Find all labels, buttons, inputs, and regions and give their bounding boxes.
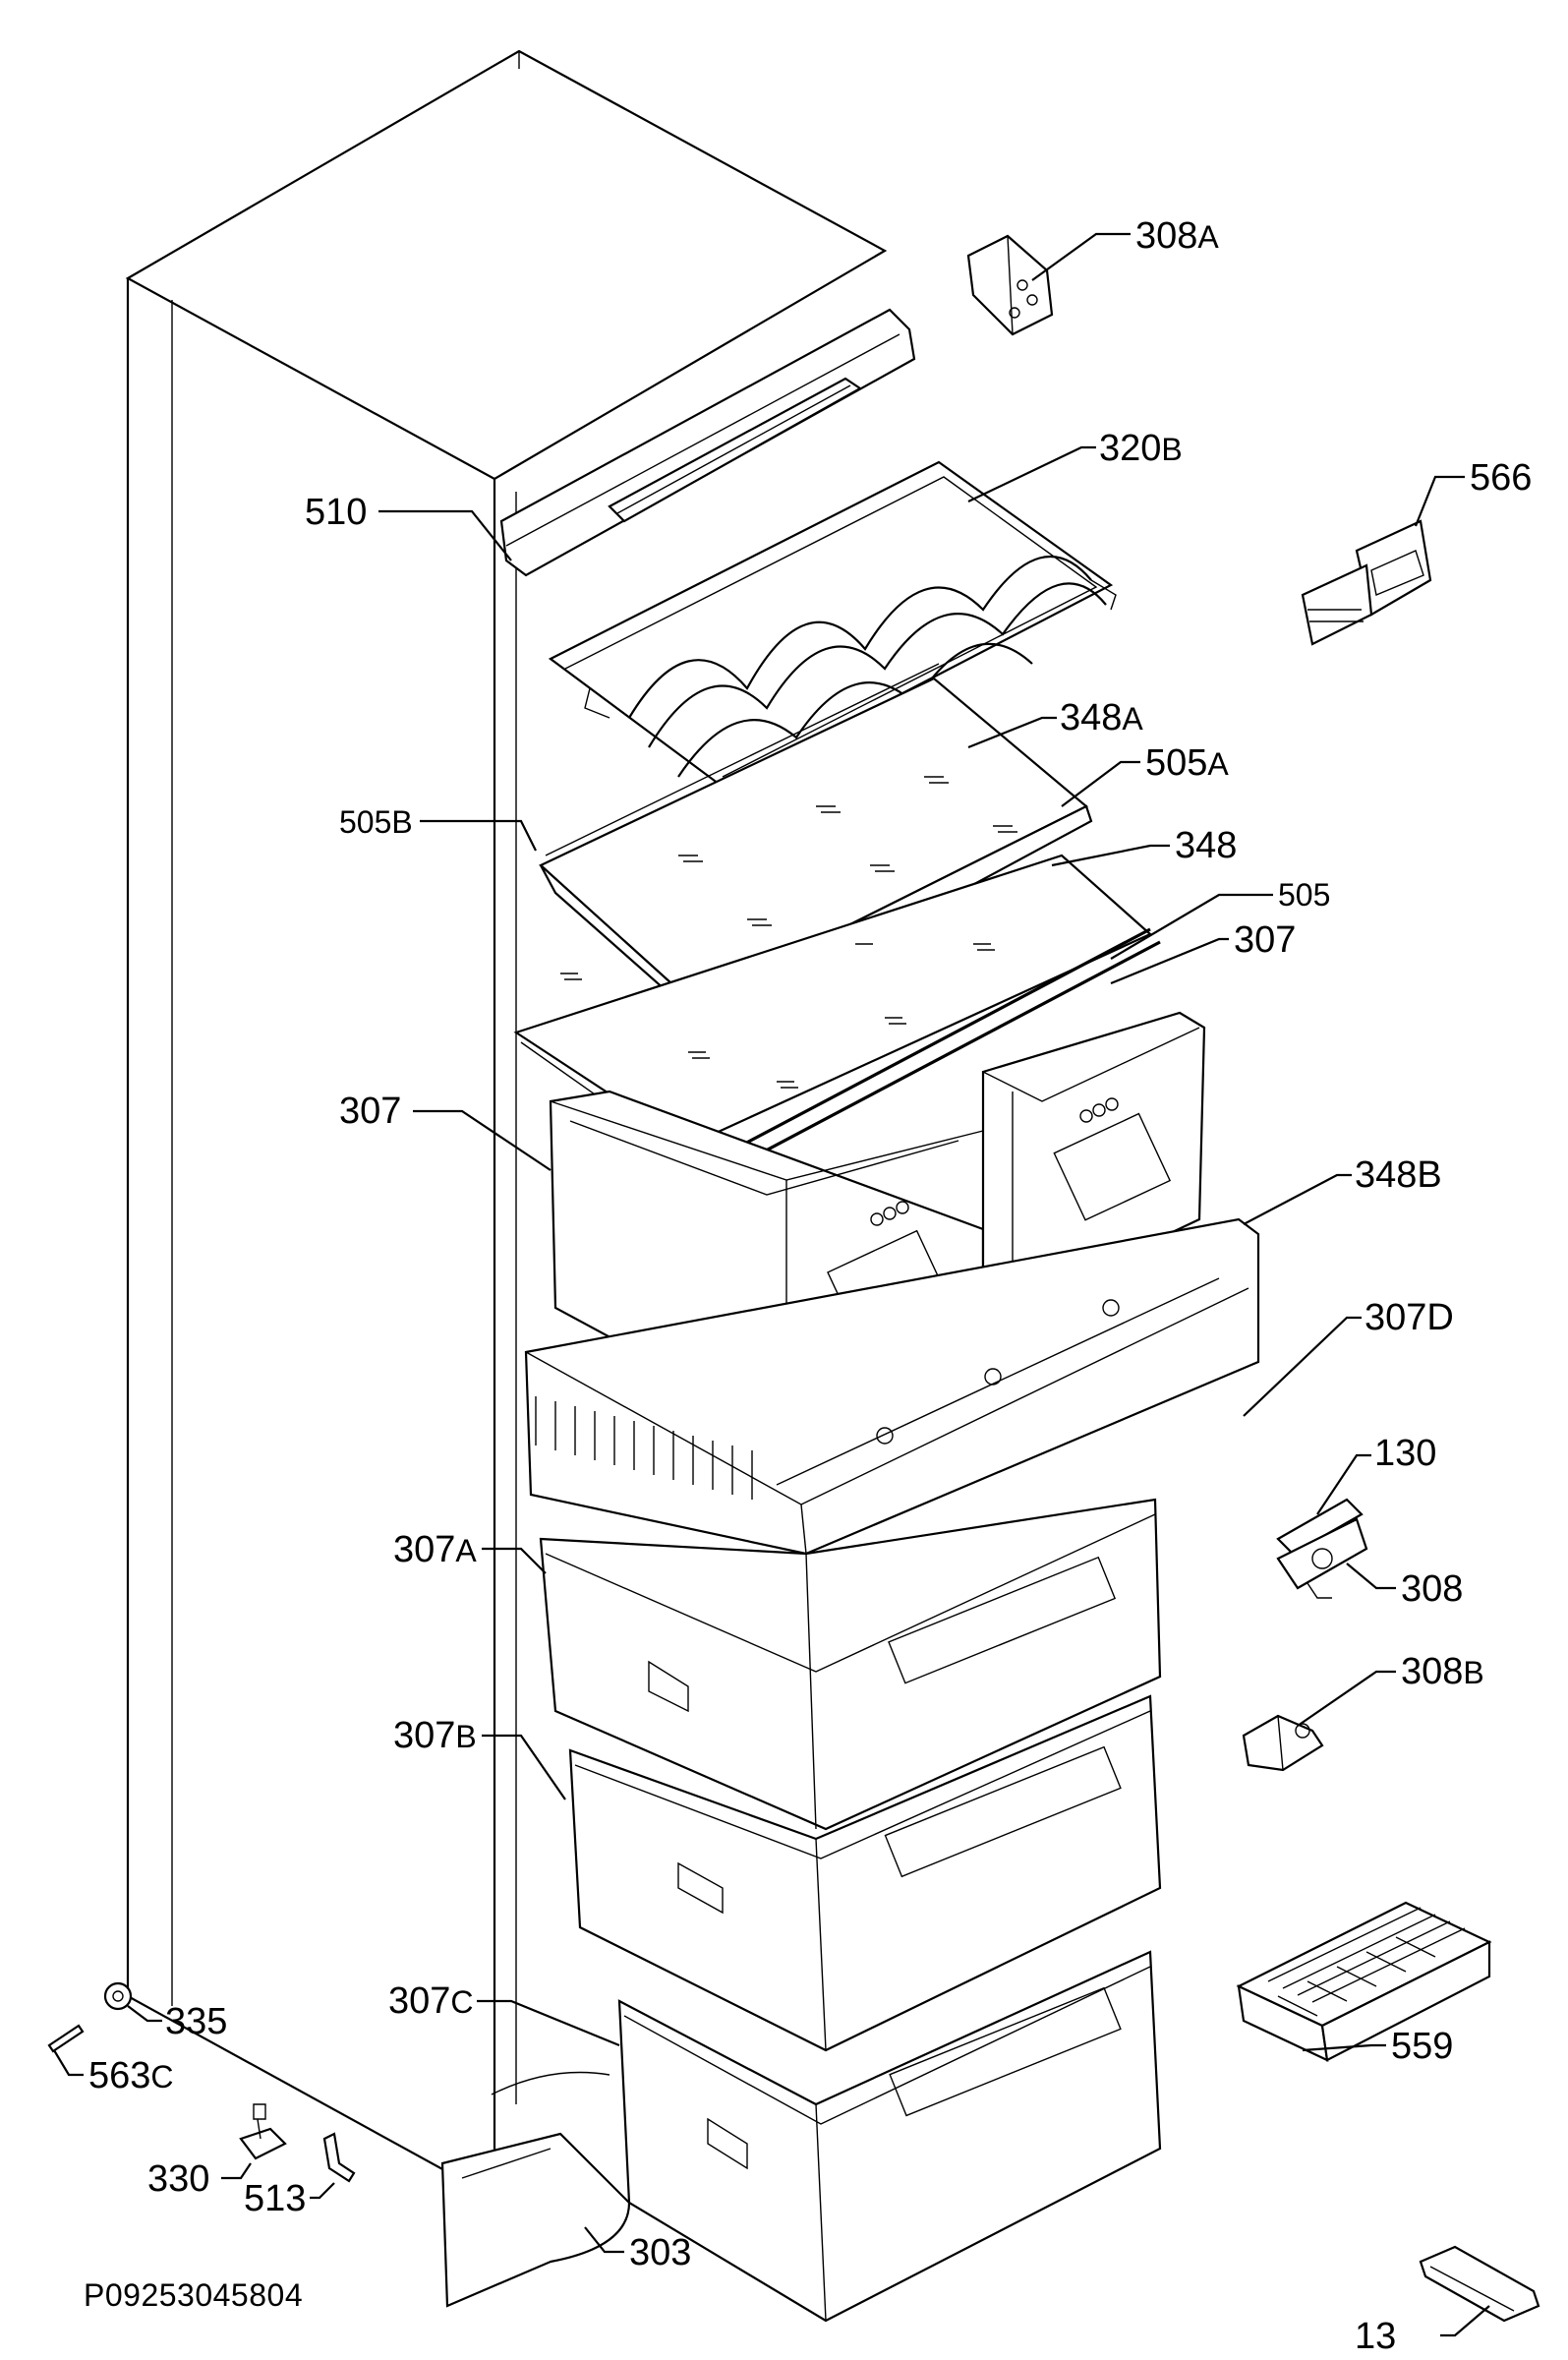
callout-348B: 348B — [1355, 1154, 1442, 1196]
part-307C-drawer — [617, 1950, 1162, 2323]
callout-labels: 308A 320B 510 566 348A 505A 505B 348 505… — [88, 215, 1532, 2357]
part-348B-307D-tray-and-drawer — [524, 1217, 1260, 1556]
callout-505: 505 — [1278, 877, 1330, 913]
part-303-plinth — [440, 2071, 631, 2308]
callout-559: 559 — [1391, 2026, 1453, 2067]
callout-130: 130 — [1374, 1433, 1436, 1474]
callout-307-top: 307 — [1234, 919, 1296, 961]
callout-308B: 308B — [1401, 1651, 1484, 1692]
part-130-308-hinge-pair — [1276, 1498, 1368, 1599]
callout-513: 513 — [244, 2178, 306, 2219]
callout-348: 348 — [1175, 825, 1237, 866]
callout-563C: 563C — [88, 2055, 174, 2096]
part-307A-drawer — [539, 1498, 1162, 1831]
callout-303: 303 — [629, 2232, 691, 2273]
leader-lines — [53, 232, 1490, 2337]
callout-320B: 320B — [1099, 428, 1183, 469]
callout-505B: 505B — [339, 804, 413, 840]
part-566-component — [1301, 519, 1432, 646]
callout-13: 13 — [1355, 2316, 1396, 2357]
callout-307C: 307C — [388, 1980, 474, 2022]
callout-307A: 307A — [393, 1529, 477, 1570]
callout-307-left: 307 — [339, 1091, 401, 1132]
callout-307D: 307D — [1365, 1297, 1454, 1338]
cabinet-body — [125, 49, 888, 2200]
part-330-adjustable-foot — [239, 2103, 287, 2160]
part-559-grid-tray — [1236, 1901, 1492, 2062]
callout-335: 335 — [165, 2001, 227, 2042]
callout-510: 510 — [305, 492, 367, 533]
part-505-shelf-profile — [722, 927, 1161, 1170]
drawing-code: P09253045804 — [84, 2277, 303, 2313]
callout-348A: 348A — [1060, 697, 1143, 738]
part-335-563C-small-parts — [47, 1981, 133, 2053]
part-13-clip — [1419, 2245, 1540, 2323]
part-510-control-panel — [499, 308, 916, 577]
part-513-bracket — [322, 2132, 356, 2183]
part-307B-drawer — [568, 1694, 1162, 2052]
callout-308: 308 — [1401, 1568, 1463, 1610]
callout-505A: 505A — [1145, 742, 1229, 784]
callout-307B: 307B — [393, 1715, 477, 1756]
callout-566: 566 — [1470, 457, 1532, 499]
callout-330: 330 — [147, 2158, 209, 2200]
part-308B-hinge — [1242, 1714, 1324, 1772]
callout-308A: 308A — [1135, 215, 1219, 257]
part-308A-hinge — [966, 234, 1054, 336]
